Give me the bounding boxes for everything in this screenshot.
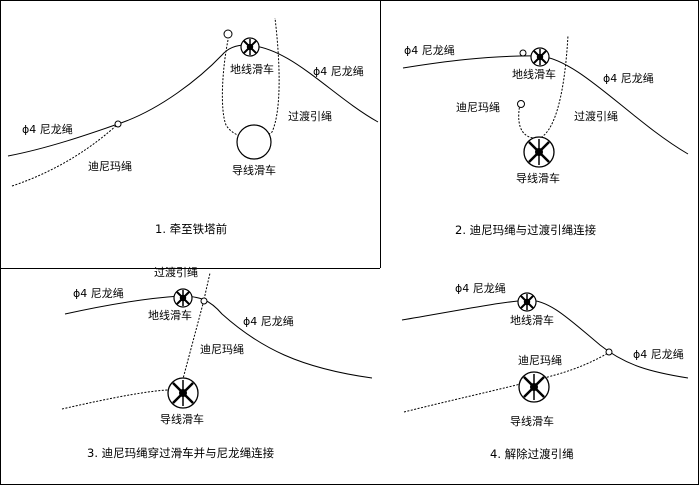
dyneema-rope-line	[11, 123, 119, 187]
label-guide-pulley: 导线滑车	[160, 412, 204, 426]
label-guide-pulley: 导线滑车	[516, 171, 560, 185]
ground-pulley-icon	[240, 37, 260, 57]
caption-panel-1: 1. 牵至铁塔前	[155, 222, 227, 236]
rope-connector	[517, 100, 525, 108]
label-transition-rope: 过渡引绳	[288, 109, 332, 123]
label-dyneema-rope: 迪尼玛绳	[200, 342, 244, 356]
guide-pulley-icon	[236, 124, 272, 160]
panel-3: 过渡引绳 ϕ4 尼龙绳 地线滑车 ϕ4 尼龙绳 迪尼玛绳 导线滑车 3. 迪尼玛…	[61, 265, 373, 460]
label-nylon-rope-right: ϕ4 尼龙绳	[633, 347, 684, 361]
panel-2: ϕ4 尼龙绳 地线滑车 ϕ4 尼龙绳 迪尼玛绳 过渡引绳 导线滑车 2. 迪尼玛…	[402, 34, 689, 237]
label-ground-pulley: 地线滑车	[510, 313, 554, 327]
label-transition-rope: 过渡引绳	[574, 109, 618, 123]
label-nylon-rope-right: ϕ4 尼龙绳	[603, 71, 654, 85]
label-guide-pulley: 导线滑车	[510, 414, 554, 428]
ground-pulley-icon	[517, 292, 537, 312]
ground-pulley-icon	[173, 288, 193, 308]
dyneema-rope-line	[61, 272, 211, 410]
rope-connector	[200, 297, 208, 305]
label-dyneema-rope: 迪尼玛绳	[456, 100, 500, 114]
tower-hook	[223, 29, 233, 39]
rope-connector	[114, 120, 122, 128]
rope-connector	[605, 348, 613, 356]
label-nylon-rope-left: ϕ4 尼龙绳	[73, 286, 124, 300]
panel-1: ϕ4 尼龙绳 地线滑车 过渡引绳 ϕ4 尼龙绳 迪尼玛绳 导线滑车 1. 牵至铁…	[7, 17, 379, 236]
label-nylon-rope-left: ϕ4 尼龙绳	[22, 122, 73, 136]
guide-pulley-icon	[522, 135, 556, 169]
label-nylon-rope-right: ϕ4 尼龙绳	[313, 64, 364, 78]
label-dyneema-rope: 迪尼玛绳	[518, 353, 562, 367]
transition-rope-line	[518, 34, 569, 139]
nylon-rope-line	[64, 295, 373, 379]
label-dyneema-rope: 迪尼玛绳	[88, 159, 132, 173]
label-nylon-rope-right: ϕ4 尼龙绳	[243, 314, 294, 328]
caption-panel-3: 3. 迪尼玛绳穿过滑车并与尼龙绳连接	[87, 446, 275, 460]
label-guide-pulley: 导线滑车	[232, 163, 276, 177]
label-nylon-rope-top: ϕ4 尼龙绳	[404, 43, 455, 57]
dyneema-rope-line	[403, 351, 611, 413]
label-ground-pulley: 地线滑车	[148, 308, 192, 322]
label-nylon-rope-top: ϕ4 尼龙绳	[455, 281, 506, 295]
caption-panel-2: 2. 迪尼玛绳与过渡引绳连接	[455, 223, 597, 237]
nylon-rope-line	[401, 299, 689, 379]
label-ground-pulley: 地线滑车	[230, 62, 274, 76]
rope-connector-top	[519, 49, 527, 57]
guide-pulley-icon	[517, 370, 551, 404]
label-ground-pulley: 地线滑车	[512, 67, 556, 81]
caption-panel-4: 4. 解除过渡引绳	[490, 447, 574, 461]
ground-pulley-icon	[530, 47, 550, 67]
panel-4: ϕ4 尼龙绳 地线滑车 迪尼玛绳 ϕ4 尼龙绳 导线滑车 4. 解除过渡引绳	[401, 281, 689, 461]
transition-rope-line	[221, 17, 280, 139]
guide-pulley-icon	[166, 376, 200, 410]
label-transition-rope: 过渡引绳	[154, 265, 198, 279]
nylon-rope-line	[7, 44, 379, 157]
